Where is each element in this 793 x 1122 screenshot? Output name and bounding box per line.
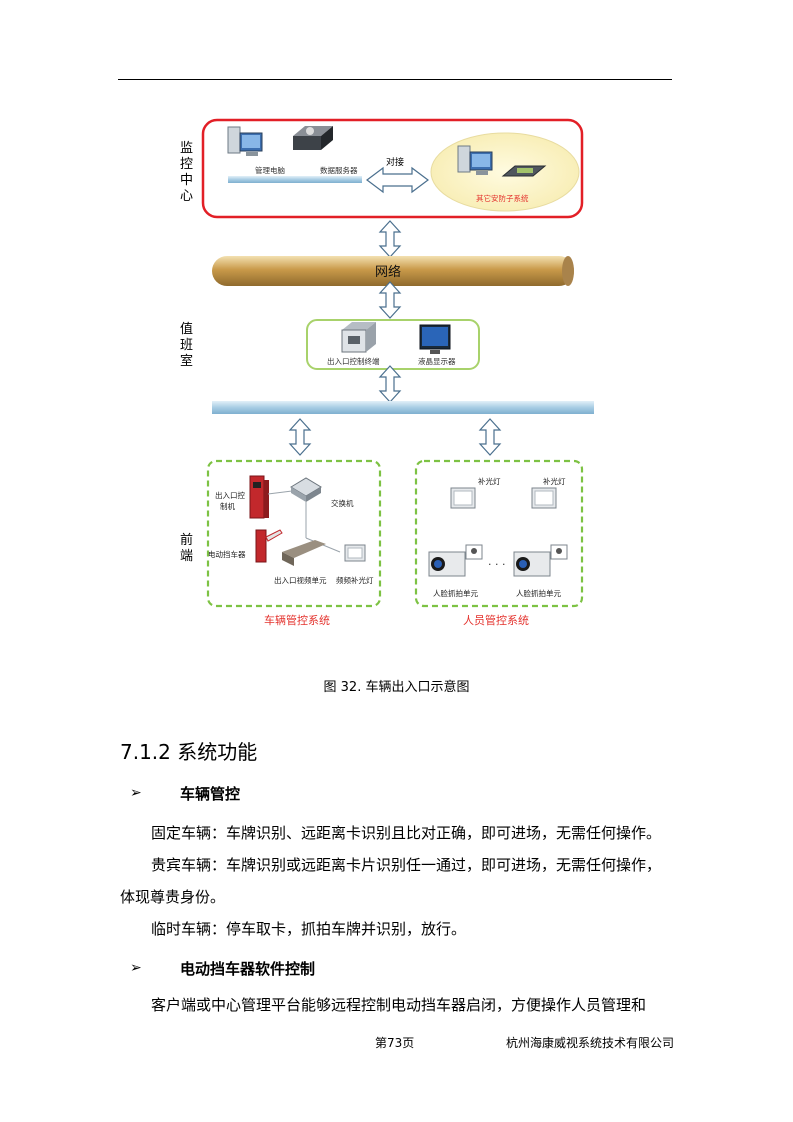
svg-text:值班室: 值班室	[180, 321, 193, 369]
server-icon	[293, 126, 333, 150]
keyboard-icon	[501, 165, 547, 177]
zone-label-char: 值	[180, 321, 193, 337]
camera-icon	[282, 540, 326, 566]
fill-light-icon	[531, 487, 557, 509]
docking-label: 对接	[386, 156, 404, 168]
header-rule	[118, 79, 672, 80]
double-arrow-icon	[479, 418, 501, 456]
paragraph: 客户端或中心管理平台能够远程控制电动挡车器启闭，方便操作人员管理和	[151, 996, 647, 1014]
docking-arrow	[366, 166, 429, 194]
section-heading: 7.1.2 系统功能	[120, 740, 258, 764]
bullet-title-vehicle-control: 车辆管控	[180, 785, 241, 803]
lcd-label: 液晶显示器	[418, 356, 456, 366]
network-pipe	[212, 256, 574, 286]
fill-light-label: 频频补光灯	[336, 575, 374, 585]
ellipsis-dots: · · ·	[488, 558, 505, 571]
bullet-marker: ➢	[130, 960, 142, 976]
face-unit-label-1: 人脸抓拍单元	[433, 588, 478, 598]
controller-icon	[249, 475, 269, 519]
zone-label-front-end: 前端	[180, 532, 193, 564]
paragraph: 体现尊贵身份。	[120, 888, 226, 906]
person-system-label: 人员管控系统	[463, 613, 529, 627]
zone-label-duty-room: 值班室	[180, 321, 193, 369]
zone-label-char: 控	[180, 157, 193, 172]
double-arrow-icon	[289, 418, 311, 456]
other-system-label: 其它安防子系统	[476, 193, 529, 203]
barrier-label: 电动挡车器	[208, 549, 246, 559]
switch-label: 交换机	[331, 498, 354, 508]
system-diagram: 监控中心 值班室 前端 管理电脑 数据服务器 对接 其它安防子系统	[180, 118, 594, 627]
zone-label-char: 监	[180, 141, 193, 156]
zone-label-char: 端	[180, 549, 193, 564]
fill-light-label-2: 补光灯	[543, 476, 566, 486]
double-arrow-icon	[379, 281, 401, 319]
zone-label-char: 班	[180, 338, 193, 353]
controller-label-line1: 出入口控	[215, 490, 245, 500]
barrier-icon	[255, 529, 283, 563]
pc-icon	[457, 145, 493, 175]
monitor-icon	[419, 324, 451, 354]
data-server-label: 数据服务器	[320, 165, 358, 175]
double-arrow-icon	[379, 365, 401, 403]
video-unit-label: 出入口视频单元	[274, 575, 327, 585]
network-label: 网络	[375, 264, 401, 280]
zone-label-monitor-center: 监控中心	[180, 141, 193, 204]
monitor-bus	[228, 176, 362, 183]
double-arrow-icon	[379, 220, 401, 258]
svg-text:前端: 前端	[180, 532, 193, 564]
main-bus	[212, 401, 594, 414]
paragraph: 固定车辆：车牌识别、远距离卡识别且比对正确，即可进场，无需任何操作。	[151, 824, 662, 842]
bullet-title-barrier-control: 电动挡车器软件控制	[180, 960, 316, 978]
controller-label-line2: 制机	[220, 501, 235, 511]
company-name: 杭州海康威视系统技术有限公司	[506, 1036, 675, 1050]
zone-label-char: 前	[180, 532, 193, 548]
paragraph: 贵宾车辆：车牌识别或远距离卡片识别任一通过，即可进场，无需任何操作，	[151, 856, 662, 874]
bullet-marker: ➢	[130, 785, 142, 801]
switch-icon	[290, 477, 322, 502]
pc-icon	[227, 126, 263, 156]
page-number: 第73页	[375, 1036, 415, 1050]
zone-label-char: 室	[180, 353, 193, 369]
paragraph: 临时车辆：停车取卡，抓拍车牌并识别，放行。	[151, 920, 467, 938]
terminal-icon	[341, 322, 376, 353]
fill-light-icon	[344, 544, 366, 562]
terminal-label: 出入口控制终端	[327, 356, 380, 366]
zone-label-char: 中	[180, 173, 193, 188]
vehicle-system-label: 车辆管控系统	[264, 613, 330, 627]
fill-light-label-1: 补光灯	[478, 476, 501, 486]
face-unit-label-2: 人脸抓拍单元	[516, 588, 561, 598]
figure-caption: 图 32. 车辆出入口示意图	[323, 680, 470, 695]
face-camera-icon	[513, 544, 568, 577]
zone-label-char: 心	[180, 189, 193, 204]
face-camera-icon	[428, 544, 483, 577]
mgmt-pc-label: 管理电脑	[255, 165, 285, 175]
fill-light-icon	[450, 487, 476, 509]
svg-text:监控中心: 监控中心	[180, 141, 193, 204]
